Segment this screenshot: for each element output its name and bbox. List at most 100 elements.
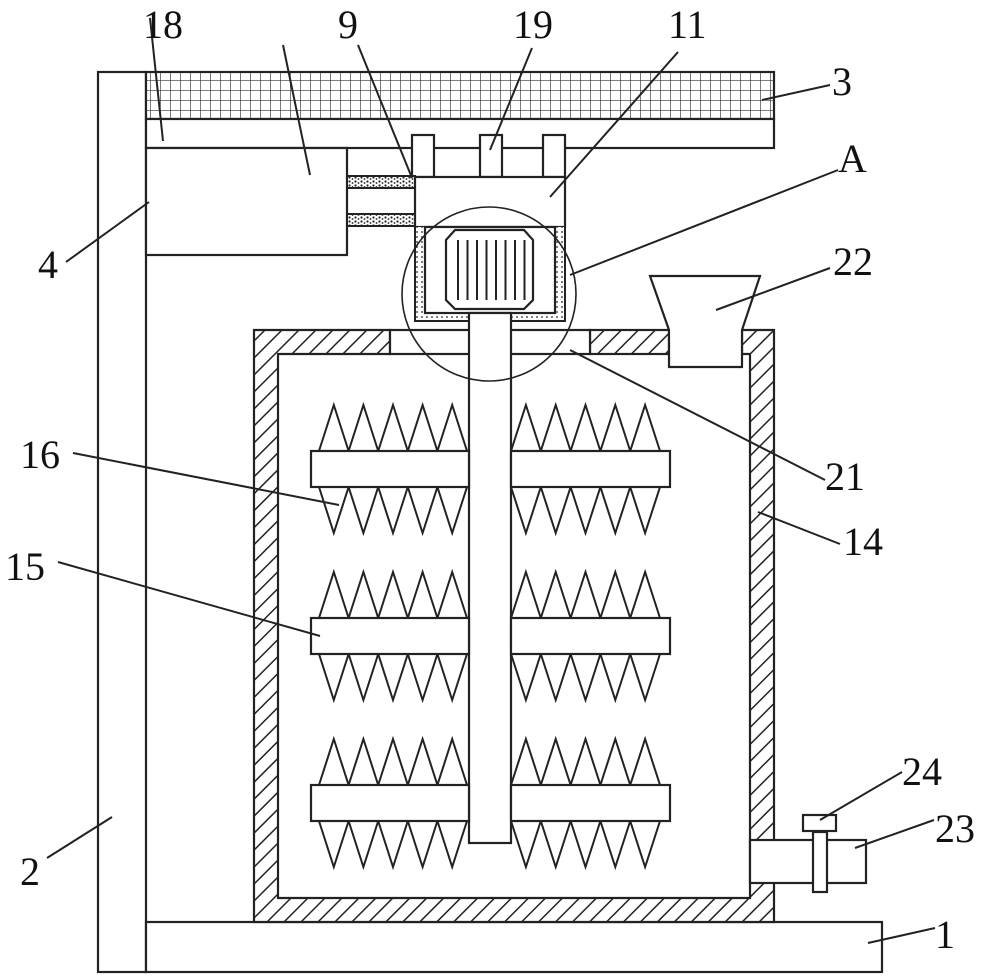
- blade-tooth-down: [347, 820, 380, 871]
- blade-tooth-down: [569, 820, 602, 871]
- valve-bolt-head: [801, 813, 838, 833]
- support-plate: [144, 117, 776, 150]
- blade-tooth-up: [406, 568, 439, 619]
- blade-tooth-up: [436, 735, 468, 786]
- label-16: 16: [20, 432, 60, 477]
- leader-a: [569, 169, 839, 276]
- blade-tooth-up: [347, 568, 380, 619]
- blade-tooth-up: [406, 401, 439, 452]
- label-22: 22: [833, 239, 873, 284]
- leader-23: [854, 819, 935, 849]
- stirring-blade: [309, 449, 471, 489]
- blade-tooth-down: [318, 653, 350, 704]
- label-1: 1: [935, 912, 955, 957]
- label-4: 4: [38, 242, 58, 287]
- blade-tooth-down: [436, 486, 468, 537]
- blade-tooth-down: [436, 820, 468, 871]
- blade-tooth-down: [406, 653, 439, 704]
- blade-tooth-up: [569, 401, 602, 452]
- blade-tooth-down: [318, 486, 350, 537]
- blade-tooth-up: [347, 401, 380, 452]
- blade-tooth-down: [406, 486, 439, 537]
- stirring-shaft: [467, 311, 513, 845]
- top-mesh-panel: [144, 70, 776, 121]
- leader-9-top: [282, 44, 311, 176]
- blade-tooth-up: [539, 735, 572, 786]
- blade-tooth-up: [629, 401, 661, 452]
- detail-circle-a: [401, 206, 577, 382]
- blade-tooth-up: [599, 401, 632, 452]
- blade-tooth-down: [599, 820, 632, 871]
- leader-4: [65, 201, 150, 263]
- stirring-blade: [509, 616, 672, 656]
- motor-fins: [457, 240, 526, 300]
- blade-tooth-up: [406, 735, 439, 786]
- label-9: 9: [338, 2, 358, 47]
- label-15: 15: [5, 544, 45, 589]
- base-plate: [144, 920, 884, 974]
- label-a: A: [838, 136, 867, 181]
- stirring-blades: [309, 401, 672, 871]
- valve-bolt-stem: [811, 830, 829, 894]
- leader-21: [569, 349, 826, 481]
- label-3: 3: [832, 59, 852, 104]
- blade-tooth-down: [377, 486, 409, 537]
- tank-lid-right: [588, 328, 671, 356]
- blade-tooth-down: [377, 820, 409, 871]
- blade-tooth-down: [510, 820, 542, 871]
- leader-22: [715, 267, 831, 311]
- leader-1: [867, 927, 936, 944]
- leader-14: [757, 511, 841, 545]
- leader-18: [149, 17, 164, 142]
- leader-11: [549, 51, 679, 198]
- blade-tooth-up: [510, 568, 542, 619]
- connecting-rod-lower: [346, 213, 416, 227]
- label-2: 2: [20, 849, 40, 894]
- blade-tooth-up: [599, 568, 632, 619]
- blade-tooth-up: [377, 568, 409, 619]
- feed-hopper: [648, 274, 762, 369]
- leader-24: [819, 771, 903, 821]
- label-11: 11: [668, 2, 707, 47]
- leader-16: [72, 452, 340, 506]
- blade-tooth-up: [318, 568, 350, 619]
- blade-tooth-down: [569, 653, 602, 704]
- bracket-right: [541, 133, 567, 179]
- blade-tooth-down: [629, 486, 661, 537]
- blade-tooth-down: [539, 653, 572, 704]
- label-24: 24: [902, 749, 942, 794]
- blade-tooth-up: [569, 735, 602, 786]
- blade-tooth-up: [629, 735, 661, 786]
- blade-tooth-down: [318, 820, 350, 871]
- blade-tooth-up: [377, 735, 409, 786]
- stirring-blade: [509, 783, 672, 823]
- blade-tooth-up: [510, 735, 542, 786]
- blade-tooth-down: [629, 820, 661, 871]
- blade-tooth-up: [539, 568, 572, 619]
- label-19: 19: [513, 2, 553, 47]
- blade-tooth-up: [569, 568, 602, 619]
- blade-tooth-up: [510, 401, 542, 452]
- blade-tooth-up: [347, 735, 380, 786]
- leader-19: [489, 47, 533, 151]
- blade-tooth-down: [510, 653, 542, 704]
- blade-tooth-down: [569, 486, 602, 537]
- blade-tooth-up: [539, 401, 572, 452]
- blade-tooth-up: [377, 401, 409, 452]
- blade-tooth-down: [347, 653, 380, 704]
- bracket-middle: [478, 133, 504, 179]
- blade-tooth-down: [629, 653, 661, 704]
- blade-tooth-down: [539, 820, 572, 871]
- blade-tooth-down: [510, 486, 542, 537]
- vertical-column: [96, 70, 148, 974]
- blade-tooth-up: [629, 568, 661, 619]
- blade-tooth-up: [436, 568, 468, 619]
- stirring-blade: [309, 783, 471, 823]
- leader-2: [46, 816, 113, 859]
- blade-tooth-down: [347, 486, 380, 537]
- label-21: 21: [825, 454, 865, 499]
- blade-tooth-up: [318, 401, 350, 452]
- blade-tooth-up: [599, 735, 632, 786]
